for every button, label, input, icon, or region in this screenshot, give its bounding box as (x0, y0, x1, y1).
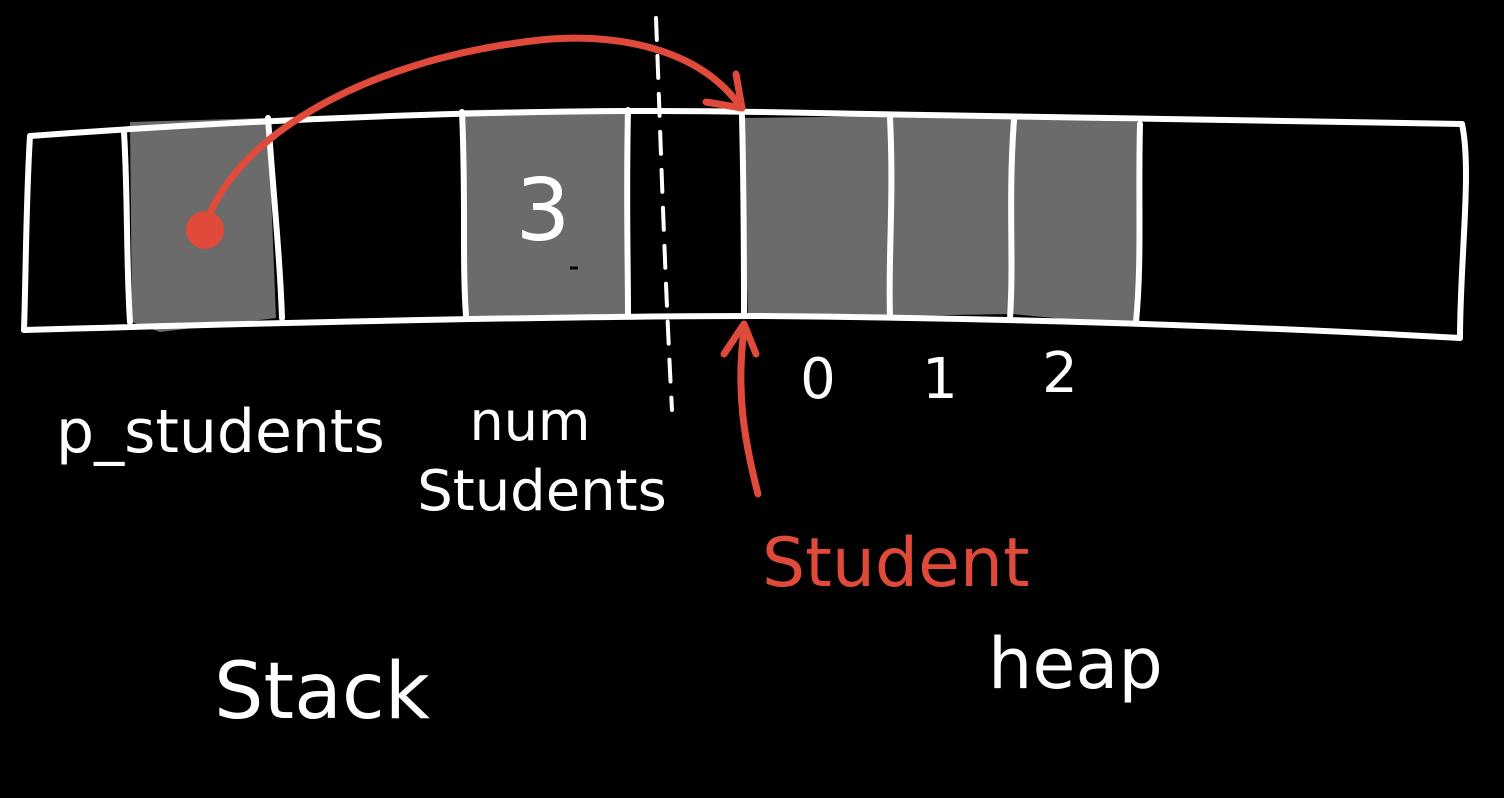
cell-divider-6 (886, 115, 895, 319)
pointer-origin-dot (186, 211, 224, 249)
cell-divider-3 (459, 109, 469, 319)
p-students-label: p_students (56, 397, 385, 467)
pointer-curve (200, 34, 744, 234)
cell-divider-4 (624, 107, 631, 319)
strip-right-edge (1457, 121, 1469, 341)
cell-divider-2 (265, 115, 285, 321)
memory-strip (21, 107, 1469, 341)
cell-divider-5 (739, 113, 747, 319)
student-arrow (720, 320, 762, 498)
heap-student-2-fill (1012, 118, 1140, 326)
pointer-arrow (200, 34, 746, 234)
strip-bottom-edge (21, 313, 1463, 341)
heap-label: heap (988, 623, 1163, 705)
num-students-label-line2: Students (417, 459, 667, 524)
heap-index-2: 2 (1042, 341, 1078, 406)
strip-left-edge (21, 133, 33, 333)
num-students-value: 3 (516, 161, 571, 261)
cell-divider-8 (1133, 121, 1143, 325)
pointer-arrowhead (702, 70, 746, 112)
strip-top-edge (27, 108, 1465, 139)
heap-index-0: 0 (800, 347, 836, 412)
heap-student-0-fill (742, 116, 890, 318)
cell-divider-1 (121, 129, 133, 325)
student-type-label: Student (762, 524, 1030, 603)
student-arrow-shaft (737, 326, 762, 498)
student-arrow-head (720, 320, 760, 358)
num-students-cell-fill (462, 108, 630, 318)
heap-student-1-fill (888, 116, 1014, 316)
stack-heap-boundary (654, 16, 674, 412)
num-students-label-line1: num (469, 390, 590, 453)
cell-divider-7 (1007, 117, 1017, 321)
heap-index-1: 1 (922, 347, 958, 412)
stack-label: Stack (214, 647, 430, 737)
